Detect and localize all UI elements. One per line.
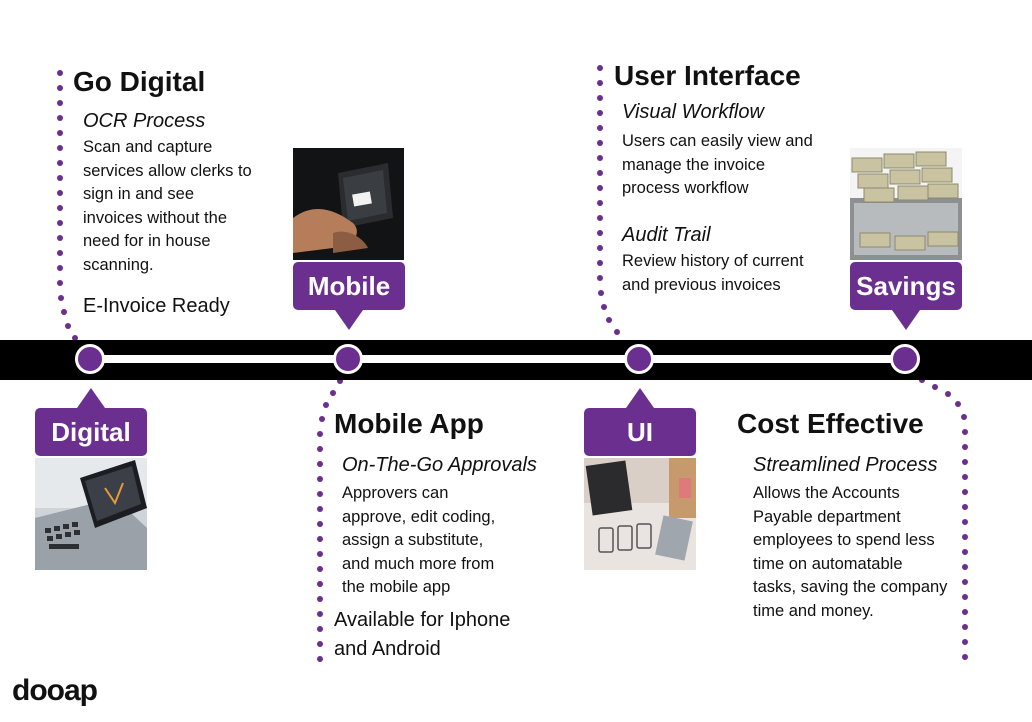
go-digital-title: Go Digital (73, 66, 206, 97)
dooap-logo: dooap (12, 674, 98, 707)
on-the-go-approvals-subtitle: On-The-Go Approvals (342, 454, 537, 476)
e-invoice-ready-text: E-Invoice Ready (83, 295, 230, 317)
phone-in-hand-photo (293, 148, 404, 260)
ocr-process-text: Scan and capture services allow clerks t… (83, 138, 252, 274)
ocr-process-subtitle: OCR Process (83, 110, 206, 132)
timeline-node-digital (75, 344, 105, 374)
ui-label: UI (584, 408, 696, 456)
timeline-node-ui (624, 344, 654, 374)
savings-label: Savings (850, 262, 962, 310)
laptop-tablet-photo (35, 458, 147, 570)
timeline-line (90, 355, 910, 363)
mobile-label: Mobile (293, 262, 405, 310)
visual-workflow-subtitle: Visual Workflow (622, 101, 764, 123)
mobile-app-title: Mobile App (334, 408, 484, 439)
savings-label-pointer (892, 310, 920, 330)
audit-trail-text: Review history of current and previous i… (622, 252, 804, 294)
user-interface-title: User Interface (614, 60, 801, 91)
digital-label: Digital (35, 408, 147, 456)
timeline-node-mobile (333, 344, 363, 374)
visual-workflow-text: Users can easily view and manage the inv… (622, 132, 813, 197)
wireframe-sketch-photo (584, 458, 696, 570)
money-stack-photo (850, 148, 962, 260)
cost-effective-title: Cost Effective (737, 408, 924, 439)
streamlined-process-subtitle: Streamlined Process (753, 454, 938, 476)
digital-label-pointer (77, 388, 105, 408)
cost-effective-text: Allows the Accounts Payable department e… (753, 484, 948, 620)
available-platforms-text: Available for Iphone and Android (334, 609, 511, 660)
mobile-app-text: Approvers can approve, edit coding, assi… (342, 484, 496, 596)
timeline-node-savings (890, 344, 920, 374)
mobile-label-pointer (335, 310, 363, 330)
audit-trail-subtitle: Audit Trail (622, 224, 711, 246)
ui-label-pointer (626, 388, 654, 408)
